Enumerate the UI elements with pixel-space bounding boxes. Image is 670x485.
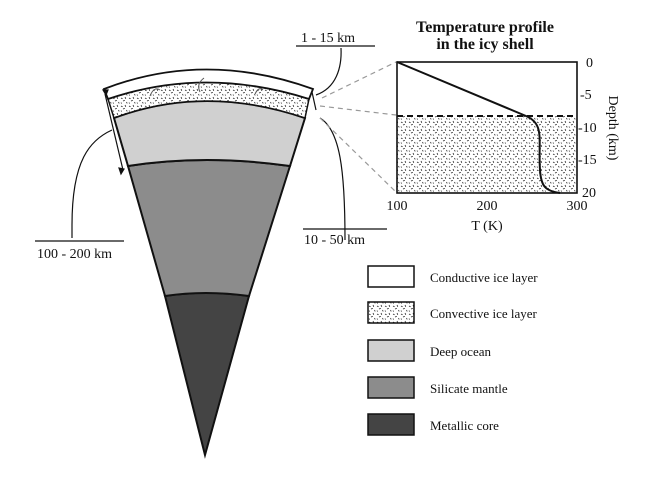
planet-cross-section [102,68,315,459]
crust-thickness-label: 1 - 15 km [301,31,355,46]
legend-item-silicate-mantle: Silicate mantle [367,376,508,399]
silicate-mantle-layer [126,159,292,298]
zoom-lines [319,61,397,193]
temperature-inset: Temperature profile in the icy shell 100… [387,19,621,234]
inset-title-line2: in the icy shell [436,36,534,53]
convective-thickness-label: 10 - 50 km [304,233,365,248]
x-axis-label: T (K) [471,219,503,234]
y-axis-label: Depth (km) [605,96,620,161]
x-tick-300: 300 [567,199,588,214]
y-tick-0: 0 [586,56,593,71]
inset-convective-region [397,116,577,193]
inset-title-line1: Temperature profile [416,19,554,36]
deep-ocean-layer [112,100,307,168]
temperature-curve [396,61,561,194]
legend-label-convective: Convective ice layer [430,306,538,321]
legend-item-deep-ocean: Deep ocean [367,339,491,362]
inset-frame [396,61,578,194]
legend-item-convective: Convective ice layer [367,301,538,324]
legend-label-conductive: Conductive ice layer [430,270,538,285]
legend-item-conductive: Conductive ice layer [367,265,538,288]
legend-label-metallic-core: Metallic core [430,418,499,433]
thickness-annotations [71,47,346,241]
y-tick-5: -5 [580,88,592,103]
legend-label-silicate-mantle: Silicate mantle [430,381,508,396]
legend-item-metallic-core: Metallic core [367,413,499,436]
hydrosphere-thickness-label: 100 - 200 km [37,247,112,262]
legend-label-deep-ocean: Deep ocean [430,344,491,359]
thickness-labels: 1 - 15 km 100 - 200 km 10 - 50 km [35,31,387,262]
x-tick-200: 200 [477,199,498,214]
y-tick-15: -15 [578,153,597,168]
convection-plumes [149,77,264,97]
y-tick-20: 20 [582,186,596,201]
y-tick-10: -10 [578,121,597,136]
legend: Conductive ice layer Convective ice laye… [367,265,538,436]
conductive-ice-layer [102,68,315,101]
x-tick-100: 100 [387,199,408,214]
metallic-core-layer [163,292,251,459]
